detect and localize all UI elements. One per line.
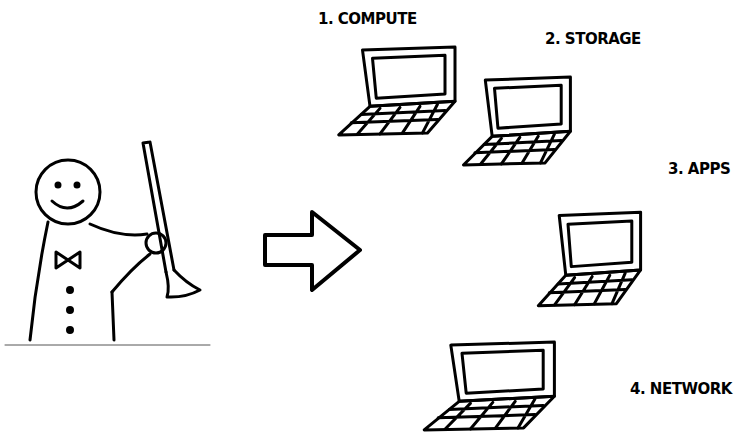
keyboard-keys [438,399,543,429]
figure-arm [90,224,147,235]
frame-line [5,345,210,346]
laptop-screen [485,77,570,136]
button [68,308,73,313]
laptop-display [495,85,562,128]
figure-head [36,160,100,224]
baton [143,142,174,272]
laptop-icon [420,340,560,432]
figure-smile [52,201,83,208]
button [68,328,73,333]
laptop-screen [559,212,640,275]
laptop-screen [363,47,456,106]
figure-body [112,292,114,340]
laptop-keyboard [538,270,640,306]
laptop-keyboard [463,131,570,165]
laptop-screen [451,342,555,401]
keyboard-keys [549,273,632,305]
baton-bell [166,270,200,297]
laptop-keyboard [424,396,554,430]
laptop-label: 4. NETWORK [630,380,732,398]
laptop-icon [535,210,645,308]
figure-arm [112,254,150,292]
figure-eye [56,183,60,187]
conductor-figure [5,142,210,345]
laptop-label: 3. APPS [668,160,730,178]
keyboard-keys [351,104,445,134]
laptop-node: 1. COMPUTE [315,5,465,140]
laptop-node: 3. APPS [530,155,740,315]
laptop-node: 2. STORAGE [455,25,630,170]
laptop-node: 4. NETWORK [415,335,743,435]
laptop-display [462,350,543,393]
button [68,288,73,293]
laptop-icon [460,75,575,167]
figure-body [30,222,48,340]
laptop-icon [335,45,460,137]
figure-eye [75,183,79,187]
laptop-keyboard [339,101,455,135]
laptop-label: 2. STORAGE [545,30,641,48]
bow-tie [56,252,80,268]
laptop-label: 1. COMPUTE [318,10,417,28]
laptop-display [373,55,446,98]
block-arrow [265,212,360,290]
keyboard-keys [475,134,561,164]
laptop-display [568,221,632,267]
